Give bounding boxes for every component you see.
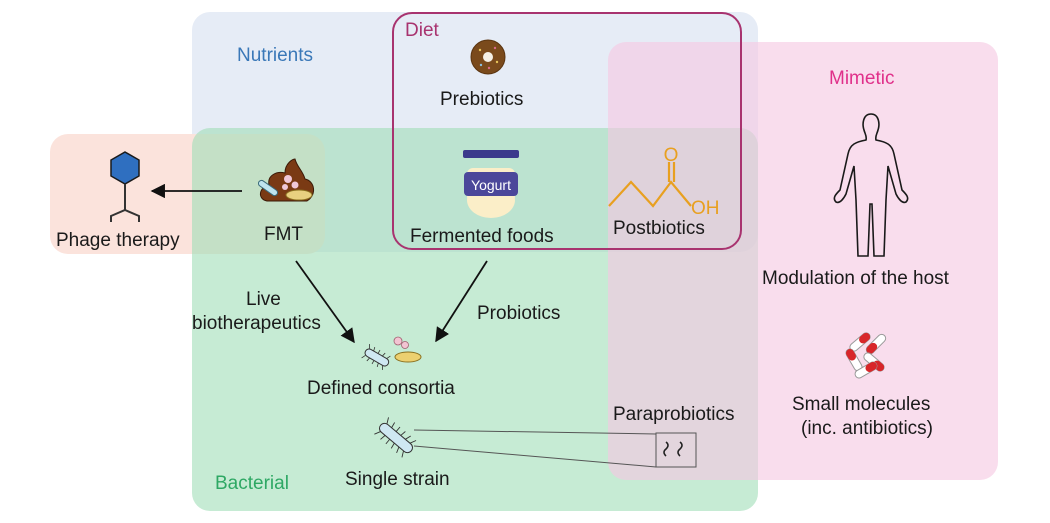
mimetic-region [608,42,998,480]
stool-microbe-icon [257,158,314,202]
bacterial-title: Bacterial [215,473,289,494]
fermented-foods-label: Fermented foods [410,226,554,247]
diet-title: Diet [405,20,439,41]
live-biotherapeutics-label-line1: Live [246,289,281,310]
bacterium-icon [374,417,417,458]
bacteriophage-icon [110,151,140,222]
donut-icon [470,39,506,75]
pills-icon [845,332,887,379]
single-strain-label: Single strain [345,469,450,490]
fragment-squiggle-icon [663,441,683,457]
strain-zoom-line-top [413,429,657,435]
hydroxyl-group: OH [691,198,720,219]
phage-therapy-label: Phage therapy [56,230,180,251]
nutrients-title: Nutrients [237,45,314,66]
live-biotherapeutics-label-line2: biotherapeutics [192,313,321,334]
defined-consortia-label: Defined consortia [307,378,455,399]
butyrate-molecule-icon: O OH [608,145,720,219]
oxygen-atom: O [664,145,679,166]
diet-region [392,12,742,250]
modulation-host-label: Modulation of the host [762,268,949,289]
fmt-to-consortia-arrow [295,260,355,344]
prebiotics-label: Prebiotics [440,89,524,110]
yogurt-jar-icon: Yogurt [463,150,519,218]
strain-zoom-line-bottom [413,445,657,468]
small-molecules-sublabel: (inc. antibiotics) [801,418,933,439]
fmt-label: FMT [264,224,304,245]
paraprobiotics-fragment-box [655,432,697,468]
paraprobiotics-label: Paraprobiotics [613,404,735,425]
yogurt-label: Yogurt [471,177,511,193]
probiotics-label: Probiotics [477,303,561,324]
postbiotics-label: Postbiotics [613,218,705,239]
mimetic-title: Mimetic [829,68,895,89]
fermented-to-consortia-arrow [435,260,488,343]
consortia-microbes-icon [361,336,422,370]
human-body-icon [833,113,909,257]
small-molecules-label: Small molecules [792,394,931,415]
